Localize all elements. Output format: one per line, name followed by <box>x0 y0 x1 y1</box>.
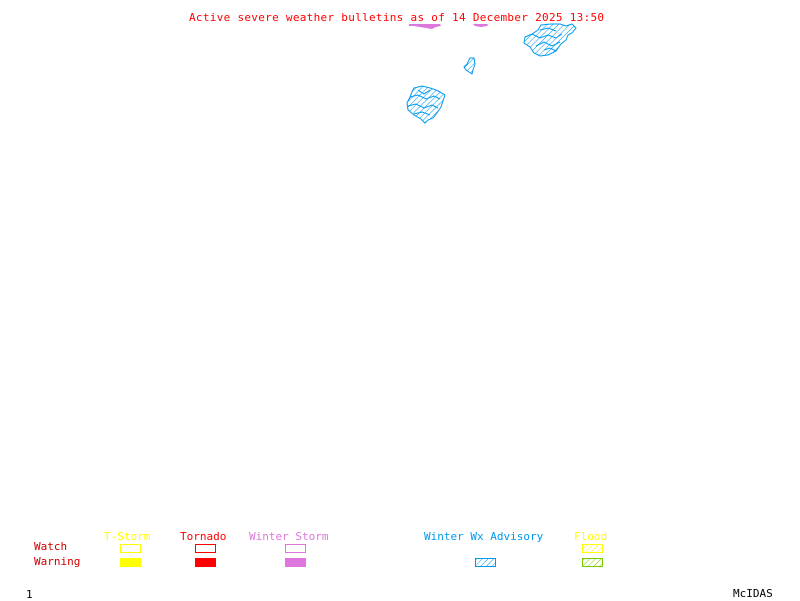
legend-tstorm-watch-swatch <box>120 544 141 553</box>
legend-swatches <box>120 544 603 567</box>
legend-tornado-warning-swatch <box>195 558 216 567</box>
legend-tornado-watch-swatch <box>195 544 216 553</box>
legend-winter-storm-watch-swatch <box>285 544 306 553</box>
legend-row-watch: Watch <box>34 540 68 553</box>
legend-winter-wx-advisory-label: Winter Wx Advisory <box>424 530 544 543</box>
advisory-area-central <box>463 57 476 75</box>
legend-tstorm-warning-swatch <box>120 558 141 567</box>
mcidas-brand: McIDAS <box>733 587 773 600</box>
legend-tornado-label: Tornado <box>180 530 227 543</box>
legend-flood-label: Flood <box>574 530 608 543</box>
legend-winter-storm-label: Winter Storm <box>249 530 329 543</box>
bulletin-title: Active severe weather bulletins as of 14… <box>189 11 605 24</box>
legend-flood-watch-swatch <box>582 544 603 553</box>
advisory-area-northeast-sub <box>531 27 563 52</box>
legend-winter-wx-advisory-swatch <box>475 558 496 567</box>
advisory-area-northeast <box>523 23 577 57</box>
winter-storm-warning-area <box>409 24 441 29</box>
winter-wx-advisory-areas <box>406 23 577 124</box>
legend-row-warning: Warning <box>34 555 81 568</box>
frame-number: 1 <box>26 588 33 601</box>
winter-storm-warning-areas <box>409 24 488 29</box>
advisory-area-south-sub <box>407 89 441 116</box>
legend-flood-warning-swatch <box>582 558 603 567</box>
winter-storm-warning-area <box>473 24 488 27</box>
legend-winter-storm-warning-swatch <box>285 558 306 567</box>
legend-tstorm-label: T-Storm <box>104 530 151 543</box>
